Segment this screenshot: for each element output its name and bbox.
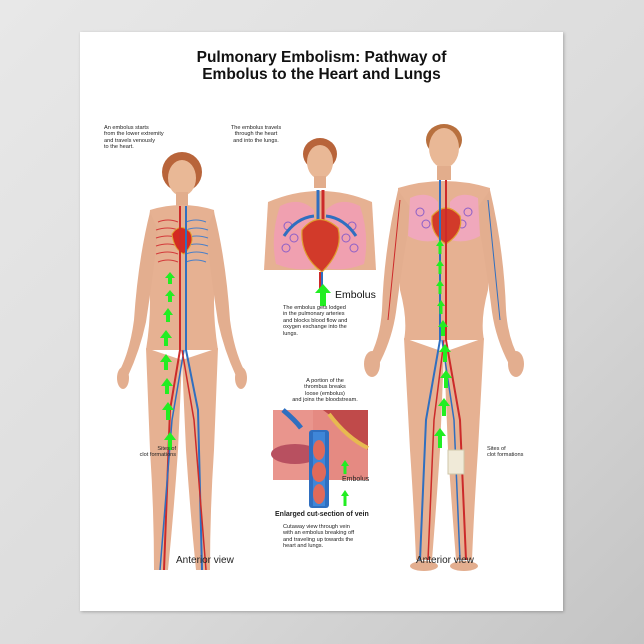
female-body-illustration <box>117 152 247 571</box>
vein-section-heading: Enlarged cut-section of vein <box>275 511 369 518</box>
caption-line: A portion of the <box>306 378 344 384</box>
label-line: Sites of <box>487 446 506 452</box>
title-line-1: Pulmonary Embolism: Pathway of <box>196 49 447 66</box>
left-view-label: Anterior view <box>176 555 234 566</box>
caption-line: through the heart <box>234 131 278 138</box>
caption-line: loose (embolus) <box>305 390 345 397</box>
label-line: clot formations <box>487 452 524 459</box>
caption-line: and joins the bloodstream. <box>292 397 358 404</box>
label-line: clot formations <box>139 452 176 459</box>
caption-line: The embolus gets lodged <box>283 305 346 311</box>
vein-cutaway-illustration <box>271 408 369 508</box>
caption-line: with an embolus breaking off <box>283 530 355 537</box>
embolus-label-top: Embolus <box>335 289 376 301</box>
caption-line: to the heart. <box>104 144 134 151</box>
center-top-caption: The embolus travels through the heart an… <box>216 125 296 144</box>
male-body-illustration <box>364 124 524 571</box>
caption-line: in the pulmonary arteries <box>283 311 345 318</box>
caption-line: oxygen exchange into the <box>283 324 347 331</box>
caption-line: The embolus travels <box>230 125 282 131</box>
left-figure-caption: An embolus starts from the lower extremi… <box>104 125 164 151</box>
right-clot-label: Sites of clot formations <box>487 446 523 459</box>
caption-line: thrombus breaks <box>304 384 346 391</box>
title-line-2: Embolus to the Heart and Lungs <box>202 66 441 83</box>
center-bottom-top-caption: A portion of the thrombus breaks loose (… <box>280 378 370 404</box>
center-top-bottom-caption: The embolus gets lodged in the pulmonary… <box>283 305 373 337</box>
caption-line: and blocks blood flow and <box>283 317 348 324</box>
caption-line: heart and lungs. <box>283 543 324 550</box>
poster-title: Pulmonary Embolism: Pathway of Embolus t… <box>80 49 563 83</box>
caption-line: lungs. <box>283 330 298 337</box>
caption-line: and into the lungs. <box>233 137 279 144</box>
caption-line: and traveling up towards the <box>283 536 354 543</box>
embolus-arrow-up-icon <box>315 284 331 306</box>
embolus-arrows-up-icon <box>341 460 349 506</box>
right-view-label: Anterior view <box>416 555 474 566</box>
clot-path-arrows-right <box>434 240 452 448</box>
vein-section-caption: Cutaway view through vein with an embolu… <box>283 524 373 550</box>
embolus-label-bottom: Embolus <box>342 476 370 483</box>
label-line: Sites of <box>157 446 176 452</box>
clot-path-arrows-left <box>160 272 176 450</box>
caption-line: Cutaway view through vein <box>283 524 350 530</box>
caption-line: An embolus starts <box>104 125 149 131</box>
left-clot-label: Sites of clot formations <box>130 446 176 459</box>
poster: Pulmonary Embolism: Pathway of Embolus t… <box>80 32 563 611</box>
caption-line: from the lower extremity <box>104 131 164 138</box>
lungs-heart-illustration <box>264 138 376 290</box>
caption-line: and travels venously <box>104 137 155 144</box>
